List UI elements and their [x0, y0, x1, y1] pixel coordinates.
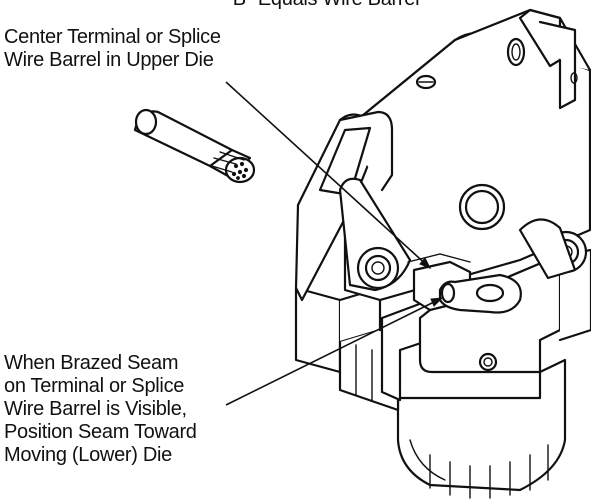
figure-caption: "B" Equals Wire Barrel: [226, 0, 420, 11]
callout-brazed-seam: When Brazed Seam on Terminal or Splice W…: [4, 352, 197, 467]
wire: [133, 108, 256, 184]
callout-center-terminal: Center Terminal or Splice Wire Barrel in…: [4, 26, 221, 72]
callout-line: Position Seam Toward: [4, 421, 197, 443]
leader-line-upper: [225, 81, 431, 269]
leader-line-lower: [225, 297, 443, 406]
callout-line: on Terminal or Splice: [4, 375, 185, 397]
leader-arrow-lower: [430, 297, 444, 307]
lower-die-holder: [294, 286, 432, 412]
callout-line: Wire Barrel is Visible,: [4, 398, 187, 420]
tool-head: [343, 8, 591, 302]
tool-base: [396, 358, 567, 499]
handle-lever: [294, 110, 412, 302]
callout-line: Wire Barrel in Upper Die: [4, 49, 214, 71]
leader-arrow-upper: [419, 257, 432, 269]
callout-line: When Brazed Seam: [4, 352, 179, 374]
callout-line: Center Terminal or Splice: [4, 26, 221, 48]
terminal-in-die: [407, 253, 522, 314]
callout-line: Moving (Lower) Die: [4, 444, 172, 466]
